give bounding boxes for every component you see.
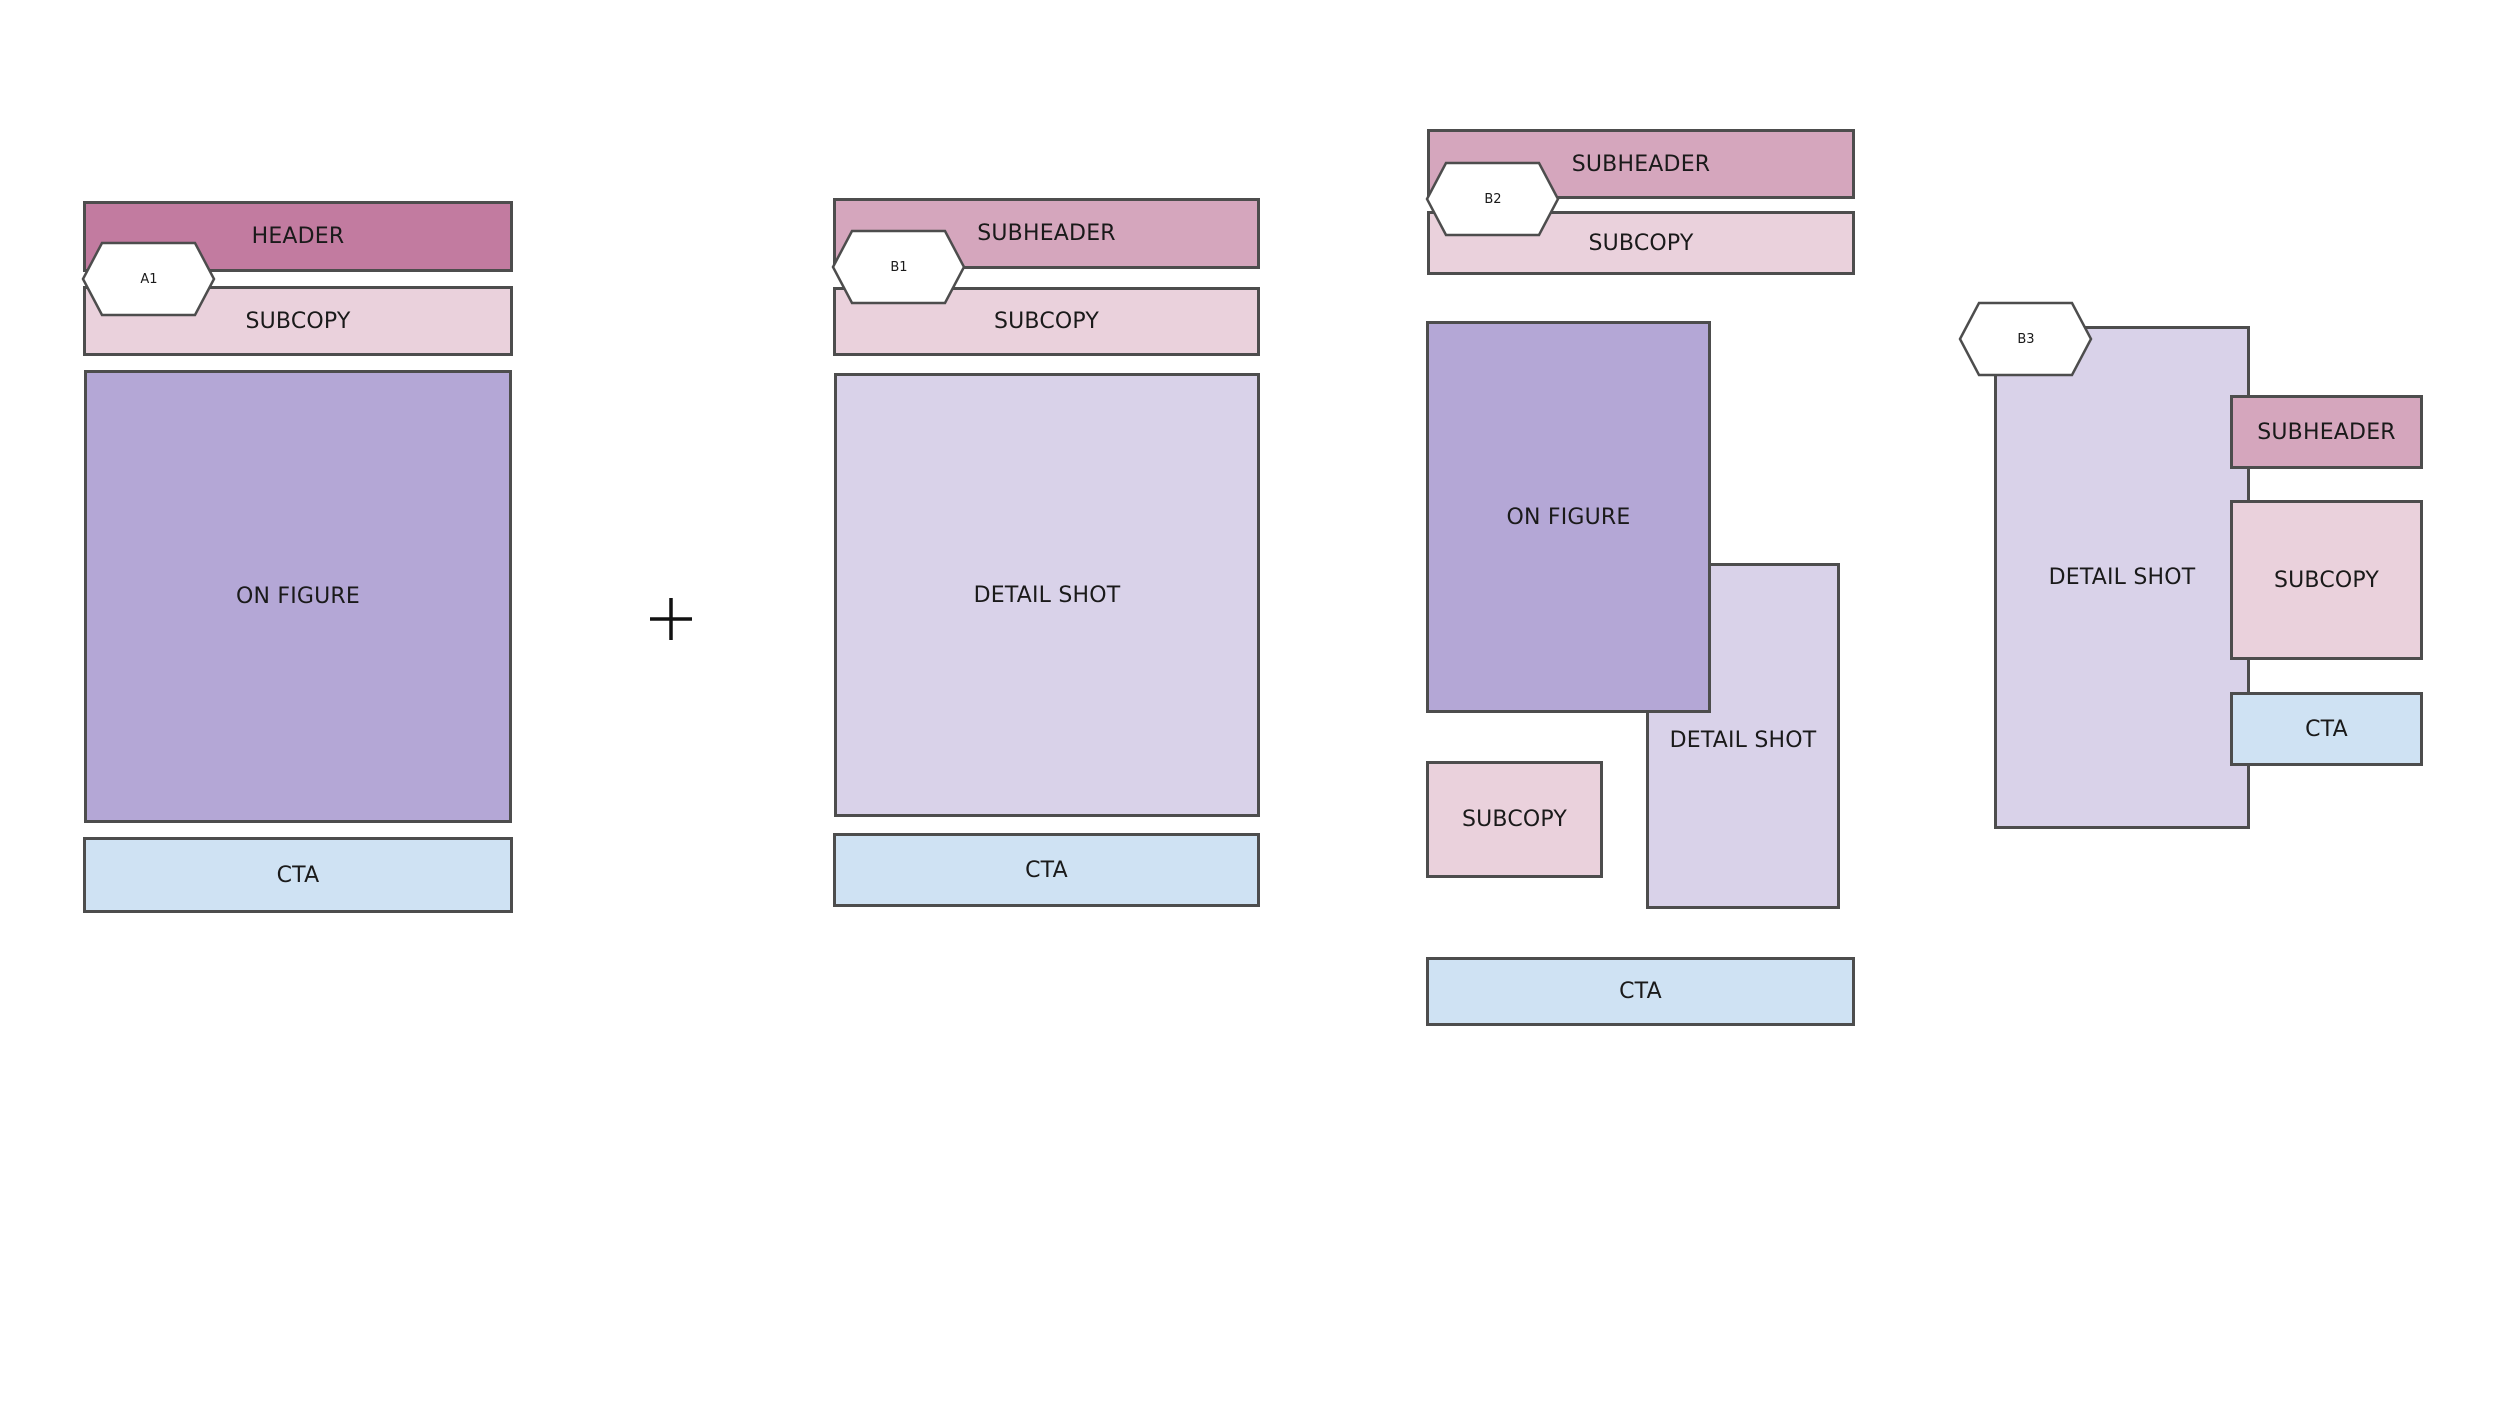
b3-cta-label: CTA xyxy=(2305,716,2348,742)
b3-subheader-block: SUBHEADER xyxy=(2230,395,2423,469)
b1-cta-block: CTA xyxy=(833,833,1260,907)
b1-detail-shot-label: DETAIL SHOT xyxy=(973,582,1121,608)
b1-subheader-label: SUBHEADER xyxy=(977,221,1116,246)
a1-subcopy-label: SUBCOPY xyxy=(245,308,351,334)
b3-detail-shot-label: DETAIL SHOT xyxy=(2048,565,2196,590)
b1-cta-label: CTA xyxy=(1025,857,1068,883)
b1-subcopy-label: SUBCOPY xyxy=(993,309,1100,334)
b3-cta-block: CTA xyxy=(2230,692,2423,766)
a1-on-figure-label: ON FIGURE xyxy=(235,584,361,609)
b3-subheader-label: SUBHEADER xyxy=(2257,419,2396,445)
b1-detail-shot-block: DETAIL SHOT xyxy=(834,373,1260,817)
a1-subcopy-block: SUBCOPY xyxy=(83,286,513,356)
b2-subcopy-top-block: SUBCOPY xyxy=(1427,211,1855,275)
b2-on-figure-block: ON FIGURE xyxy=(1426,321,1711,713)
a1-cta-block: CTA xyxy=(83,837,513,913)
b2-subheader-label: SUBHEADER xyxy=(1571,151,1711,177)
b3-subcopy-block: SUBCOPY xyxy=(2230,500,2423,660)
b3-detail-shot-block: DETAIL SHOT xyxy=(1994,326,2250,829)
a1-header-label: HEADER xyxy=(251,224,345,249)
b3-hexagon-badge-icon xyxy=(1958,301,2093,377)
b2-subcopy-bottom-label: SUBCOPY xyxy=(1461,807,1568,832)
b3-subcopy-label: SUBCOPY xyxy=(2273,567,2380,593)
b1-badge-label: B1 xyxy=(890,259,908,275)
b2-detail-shot-label: DETAIL SHOT xyxy=(1669,728,1817,753)
b2-cta-label: CTA xyxy=(1619,979,1662,1004)
b2-on-figure-label: ON FIGURE xyxy=(1506,504,1631,530)
b3-badge-label: B3 xyxy=(2017,331,2035,347)
b2-cta-block: CTA xyxy=(1426,957,1855,1026)
b2-subcopy-bottom-block: SUBCOPY xyxy=(1426,761,1603,878)
b2-hexagon-badge-icon xyxy=(1425,161,1560,237)
b2-subcopy-top-label: SUBCOPY xyxy=(1588,230,1694,256)
b1-hexagon-badge-icon xyxy=(831,229,966,305)
plus-icon xyxy=(650,598,692,640)
a1-badge-label: A1 xyxy=(140,271,158,287)
a1-on-figure-block: ON FIGURE xyxy=(84,370,512,823)
a1-hexagon-badge-icon xyxy=(81,241,216,317)
a1-cta-label: CTA xyxy=(276,862,320,888)
b2-badge-label: B2 xyxy=(1484,191,1502,207)
